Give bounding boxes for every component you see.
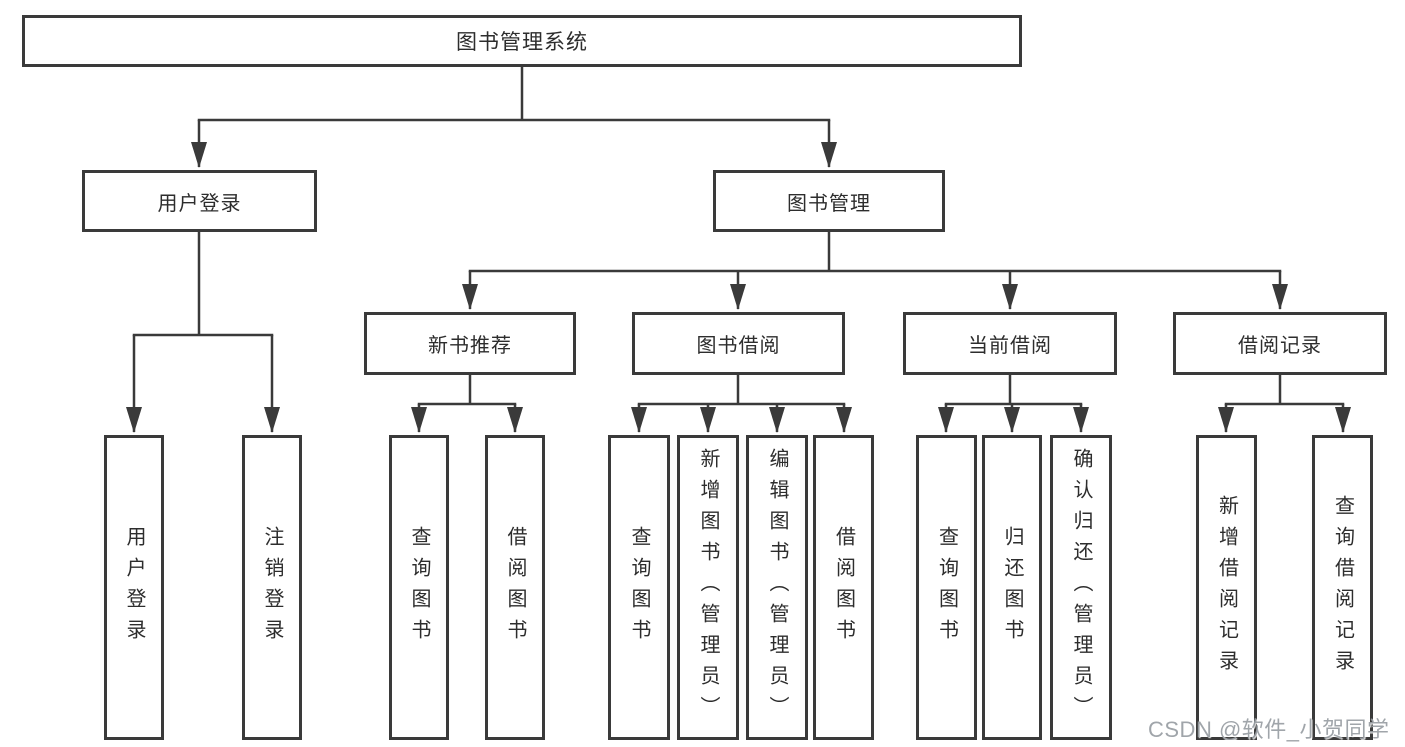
node-label: 用户登录 bbox=[157, 192, 242, 215]
node-borrow-records: 借阅记录 bbox=[1173, 312, 1387, 375]
leaf-current-return-books: 归还图书 bbox=[982, 435, 1042, 740]
node-label: 当前借阅 bbox=[968, 335, 1052, 357]
node-user-login: 用户登录 bbox=[82, 170, 317, 232]
node-label: 查询图书 bbox=[935, 525, 958, 650]
user-login-branch bbox=[126, 232, 280, 433]
node-label: 图书管理系统 bbox=[456, 31, 588, 54]
leaf-borrowing-borrow-books: 借阅图书 bbox=[813, 435, 874, 740]
leaf-newbook-borrow-books: 借阅图书 bbox=[485, 435, 545, 740]
current-borrowing-branch bbox=[938, 375, 1089, 433]
csdn-watermark: CSDN @软件_小贺同学 bbox=[1148, 717, 1390, 742]
leaf-borrowing-query-books: 查询图书 bbox=[608, 435, 670, 740]
node-library-management-system: 图书管理系统 bbox=[22, 15, 1022, 67]
borrow-records-branch bbox=[1218, 375, 1351, 433]
book-management-branch bbox=[462, 232, 1288, 310]
leaf-current-query-books: 查询图书 bbox=[916, 435, 977, 740]
node-label: 确认归还（管理员） bbox=[1070, 448, 1092, 727]
node-label: 新增借阅记录 bbox=[1215, 494, 1238, 681]
leaf-user-login: 用户登录 bbox=[104, 435, 164, 740]
node-label: 新书推荐 bbox=[428, 335, 512, 357]
node-label: 图书借阅 bbox=[696, 335, 781, 357]
node-label: 查询图书 bbox=[628, 525, 650, 650]
leaf-borrowing-add-books-admin: 新增图书（管理员） bbox=[677, 435, 739, 740]
node-label: 借阅图书 bbox=[504, 525, 526, 650]
node-label: 借阅记录 bbox=[1238, 335, 1322, 357]
leaf-current-confirm-return-admin: 确认归还（管理员） bbox=[1050, 435, 1112, 740]
node-label: 归还图书 bbox=[1001, 525, 1023, 650]
node-label: 编辑图书（管理员） bbox=[766, 448, 788, 727]
node-book-borrowing: 图书借阅 bbox=[632, 312, 845, 375]
leaf-logout: 注销登录 bbox=[242, 435, 302, 740]
node-book-management: 图书管理 bbox=[713, 170, 945, 232]
node-label: 注销登录 bbox=[261, 525, 283, 650]
node-new-book-recommend: 新书推荐 bbox=[364, 312, 576, 375]
leaf-records-add-record: 新增借阅记录 bbox=[1196, 435, 1257, 740]
book-borrowing-branch bbox=[631, 375, 852, 433]
node-label: 借阅图书 bbox=[832, 525, 855, 650]
new-book-branch bbox=[411, 375, 523, 433]
node-label: 查询图书 bbox=[408, 525, 430, 650]
leaf-records-query-record: 查询借阅记录 bbox=[1312, 435, 1373, 740]
node-label: 查询借阅记录 bbox=[1331, 494, 1354, 681]
node-label: 新增图书（管理员） bbox=[697, 448, 719, 727]
node-label: 用户登录 bbox=[123, 525, 145, 650]
node-current-borrowing: 当前借阅 bbox=[903, 312, 1117, 375]
leaf-newbook-query-books: 查询图书 bbox=[389, 435, 449, 740]
node-label: 图书管理 bbox=[787, 192, 871, 215]
root-branch bbox=[191, 66, 837, 168]
leaf-borrowing-edit-books-admin: 编辑图书（管理员） bbox=[746, 435, 808, 740]
